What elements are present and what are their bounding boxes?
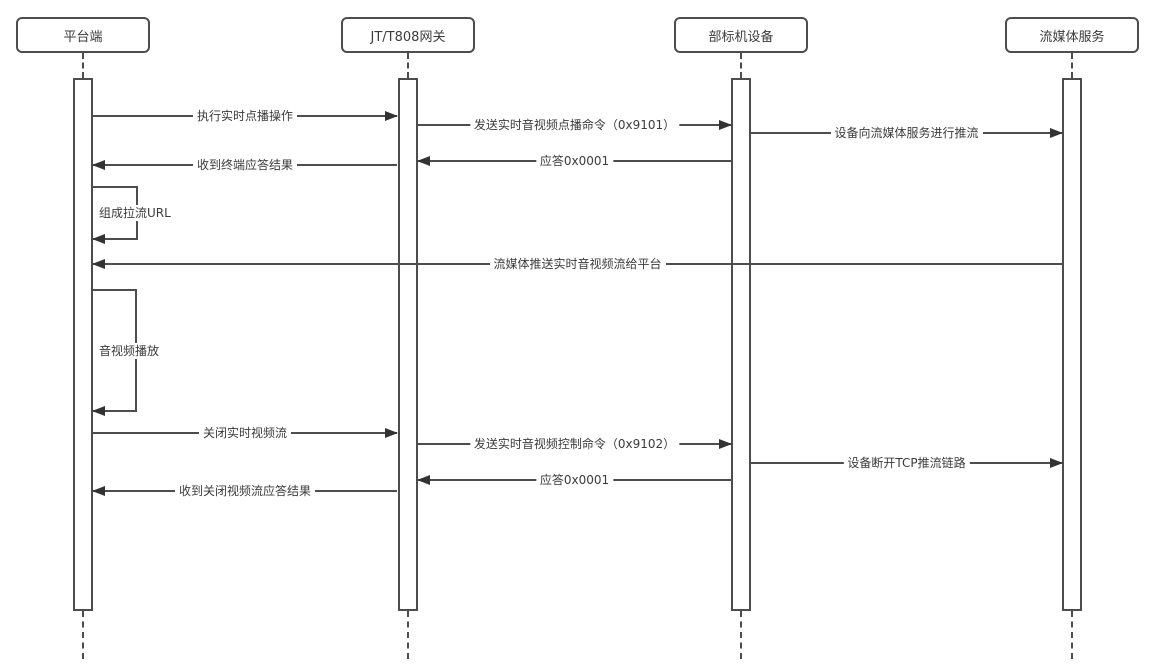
message-arrow-close-stream: 关闭实时视频流	[93, 425, 398, 441]
message-arrow-media-push-to-platform: 流媒体推送实时音视频流给平台	[92, 256, 1062, 272]
activation-bar-gateway	[398, 78, 418, 611]
lifeline-dash-bottom-platform	[82, 611, 84, 659]
lifeline-dash-top-platform	[82, 53, 84, 78]
message-arrow-disconnect-tcp: 设备断开TCP推流链路	[751, 455, 1063, 471]
message-label: 关闭实时视频流	[198, 425, 292, 441]
lifeline-dash-top-media	[1071, 53, 1073, 78]
message-label: 发送实时音视频控制命令（0x9102）	[469, 436, 680, 452]
arrowhead-right-icon	[719, 439, 732, 449]
self-message-compose-pull-url: 组成拉流URL	[92, 186, 174, 244]
arrowhead-left-icon	[92, 259, 105, 269]
activation-bar-media	[1062, 78, 1082, 611]
actor-box-media: 流媒体服务	[1005, 17, 1139, 53]
arrowhead-right-icon	[385, 428, 398, 438]
arrowhead-right-icon	[385, 111, 398, 121]
lifeline-dash-bottom-device	[740, 611, 742, 659]
message-label: 流媒体推送实时音视频流给平台	[489, 256, 666, 272]
actor-box-gateway: JT/T808网关	[341, 17, 475, 53]
message-label: 收到关闭视频流应答结果	[174, 483, 316, 499]
actor-label-media: 流媒体服务	[1039, 29, 1105, 45]
self-message-av-playback: 音视频播放	[92, 289, 163, 416]
message-label: 收到终端应答结果	[192, 157, 298, 173]
arrowhead-left-icon	[92, 406, 105, 416]
message-arrow-send-9102: 发送实时音视频控制命令（0x9102）	[418, 436, 732, 452]
message-label: 设备向流媒体服务进行推流	[830, 125, 983, 141]
actor-label-gateway: JT/T808网关	[370, 29, 446, 45]
message-arrow-play-request: 执行实时点播操作	[93, 108, 398, 124]
actor-box-platform: 平台端	[16, 17, 150, 53]
message-arrow-device-push-stream: 设备向流媒体服务进行推流	[751, 125, 1063, 141]
actor-label-device: 部标机设备	[708, 29, 774, 45]
message-label: 执行实时点播操作	[192, 108, 298, 124]
arrowhead-left-icon	[417, 156, 430, 166]
arrowhead-right-icon	[1050, 458, 1063, 468]
message-label: 应答0x0001	[535, 472, 614, 488]
message-label: 设备断开TCP推流链路	[843, 455, 970, 471]
message-arrow-close-reply-result: 收到关闭视频流应答结果	[92, 483, 397, 499]
arrowhead-left-icon	[92, 160, 105, 170]
message-label: 应答0x0001	[535, 153, 614, 169]
arrowhead-left-icon	[92, 486, 105, 496]
lifeline-dash-bottom-media	[1071, 611, 1073, 659]
actor-label-platform: 平台端	[63, 29, 103, 45]
message-arrow-reply2-0x0001: 应答0x0001	[417, 472, 731, 488]
message-arrow-reply-0x0001: 应答0x0001	[417, 153, 731, 169]
message-label: 发送实时音视频点播命令（0x9101）	[469, 117, 680, 133]
lifeline-dash-bottom-gateway	[407, 611, 409, 659]
message-arrow-terminal-reply-result: 收到终端应答结果	[92, 157, 397, 173]
arrowhead-right-icon	[1050, 128, 1063, 138]
actor-box-device: 部标机设备	[674, 17, 808, 53]
lifeline-dash-top-gateway	[407, 53, 409, 78]
lifeline-dash-top-device	[740, 53, 742, 78]
self-message-label: 音视频播放	[96, 342, 163, 359]
activation-bar-device	[731, 78, 751, 611]
arrowhead-left-icon	[92, 234, 105, 244]
self-message-label: 组成拉流URL	[96, 205, 174, 221]
message-arrow-send-9101: 发送实时音视频点播命令（0x9101）	[418, 117, 732, 133]
arrowhead-left-icon	[417, 475, 430, 485]
arrowhead-right-icon	[719, 120, 732, 130]
activation-bar-platform	[73, 78, 93, 611]
